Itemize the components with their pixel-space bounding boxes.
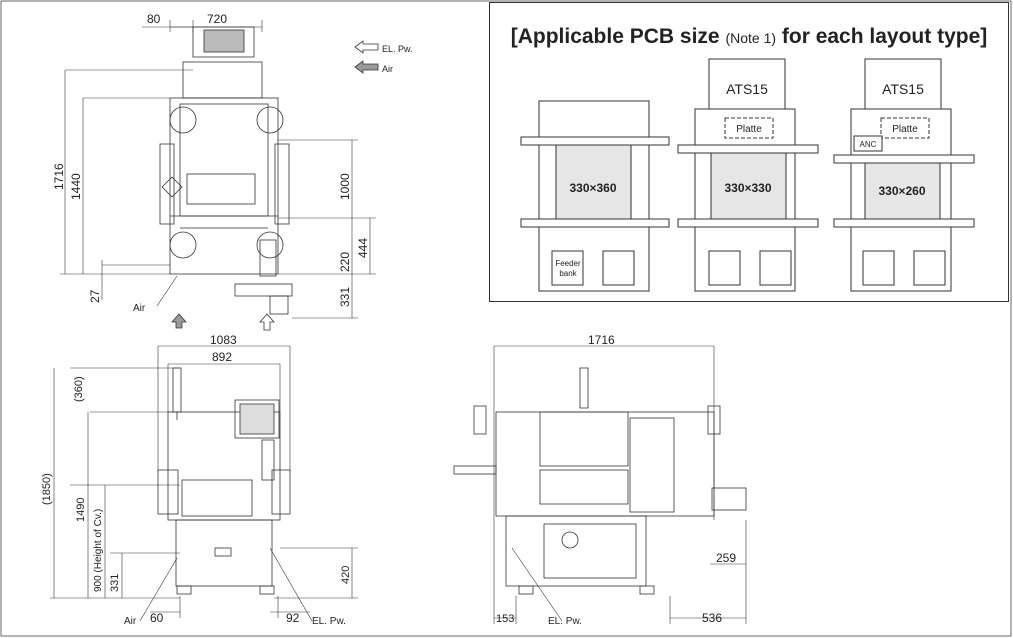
side-view-machine bbox=[453, 367, 747, 595]
side-dim-536: 536 bbox=[702, 611, 722, 625]
pcb-title-main: [Applicable PCB size bbox=[510, 25, 720, 48]
top-dim-80: 80 bbox=[147, 12, 161, 26]
top-dim-220: 220 bbox=[338, 252, 352, 272]
top-dim-27: 27 bbox=[88, 289, 102, 303]
layout-3 bbox=[833, 58, 975, 292]
layout-3-ats-label: ATS15 bbox=[882, 81, 924, 97]
front-dim-900: 900 (Height of Cv.) bbox=[93, 509, 104, 592]
side-dim-259: 259 bbox=[716, 551, 736, 565]
front-dim-331: 331 bbox=[109, 574, 121, 592]
layout-2-pcb-size: 330×330 bbox=[724, 181, 771, 195]
front-view-machine bbox=[157, 367, 291, 595]
layout-3-pcb-size: 330×260 bbox=[878, 184, 925, 198]
top-dim-444: 444 bbox=[356, 238, 370, 258]
layout-3-platte-label: Platte bbox=[892, 124, 918, 135]
top-dim-331: 331 bbox=[338, 287, 352, 307]
top-dim-720: 720 bbox=[207, 12, 227, 26]
front-dim-60: 60 bbox=[150, 611, 164, 625]
front-dim-892: 892 bbox=[212, 350, 232, 364]
side-dim-1716: 1716 bbox=[588, 333, 615, 347]
pcb-title-tail: for each layout type] bbox=[781, 25, 988, 48]
top-dim-1000: 1000 bbox=[338, 173, 352, 200]
front-el-pw-label: EL. Pw. bbox=[312, 616, 346, 627]
layout-1 bbox=[520, 100, 670, 292]
front-dim-1083: 1083 bbox=[210, 333, 237, 347]
legend-el-pw-label: EL. Pw. bbox=[382, 44, 413, 54]
front-dim-1850: (1850) bbox=[41, 473, 53, 505]
pcb-size-panel: [Applicable PCB size (Note 1) for each l… bbox=[489, 2, 1009, 302]
layout-1-pcb-size: 330×360 bbox=[569, 181, 616, 195]
layout-3-anc-label: ANC bbox=[860, 140, 877, 149]
legend-air-label: Air bbox=[382, 64, 393, 74]
side-el-pw-label: EL. Pw. bbox=[548, 616, 582, 627]
pcb-title-note: (Note 1) bbox=[725, 30, 777, 46]
front-dim-1490: 1490 bbox=[75, 498, 87, 522]
top-air-label: Air bbox=[133, 303, 146, 314]
top-dim-1716: 1716 bbox=[52, 163, 66, 190]
layout-2 bbox=[677, 58, 819, 292]
layout-1-feeder-label: Feeder bbox=[555, 259, 581, 268]
side-dim-153: 153 bbox=[496, 613, 514, 625]
front-dim-360: (360) bbox=[73, 376, 85, 402]
top-view-machine bbox=[159, 26, 293, 315]
layout-2-ats-label: ATS15 bbox=[726, 81, 768, 97]
pcb-panel-title: [Applicable PCB size (Note 1) for each l… bbox=[490, 25, 1008, 49]
front-air-label: Air bbox=[124, 616, 137, 627]
front-dim-92: 92 bbox=[286, 611, 300, 625]
top-dim-1440: 1440 bbox=[69, 173, 83, 200]
pcb-layouts: 330×360 Feeder bank ATS15 Platte 330×330… bbox=[520, 58, 975, 292]
layout-1-bank-label: bank bbox=[559, 269, 577, 278]
front-dim-420: 420 bbox=[340, 566, 352, 584]
layout-2-platte-label: Platte bbox=[736, 124, 762, 135]
